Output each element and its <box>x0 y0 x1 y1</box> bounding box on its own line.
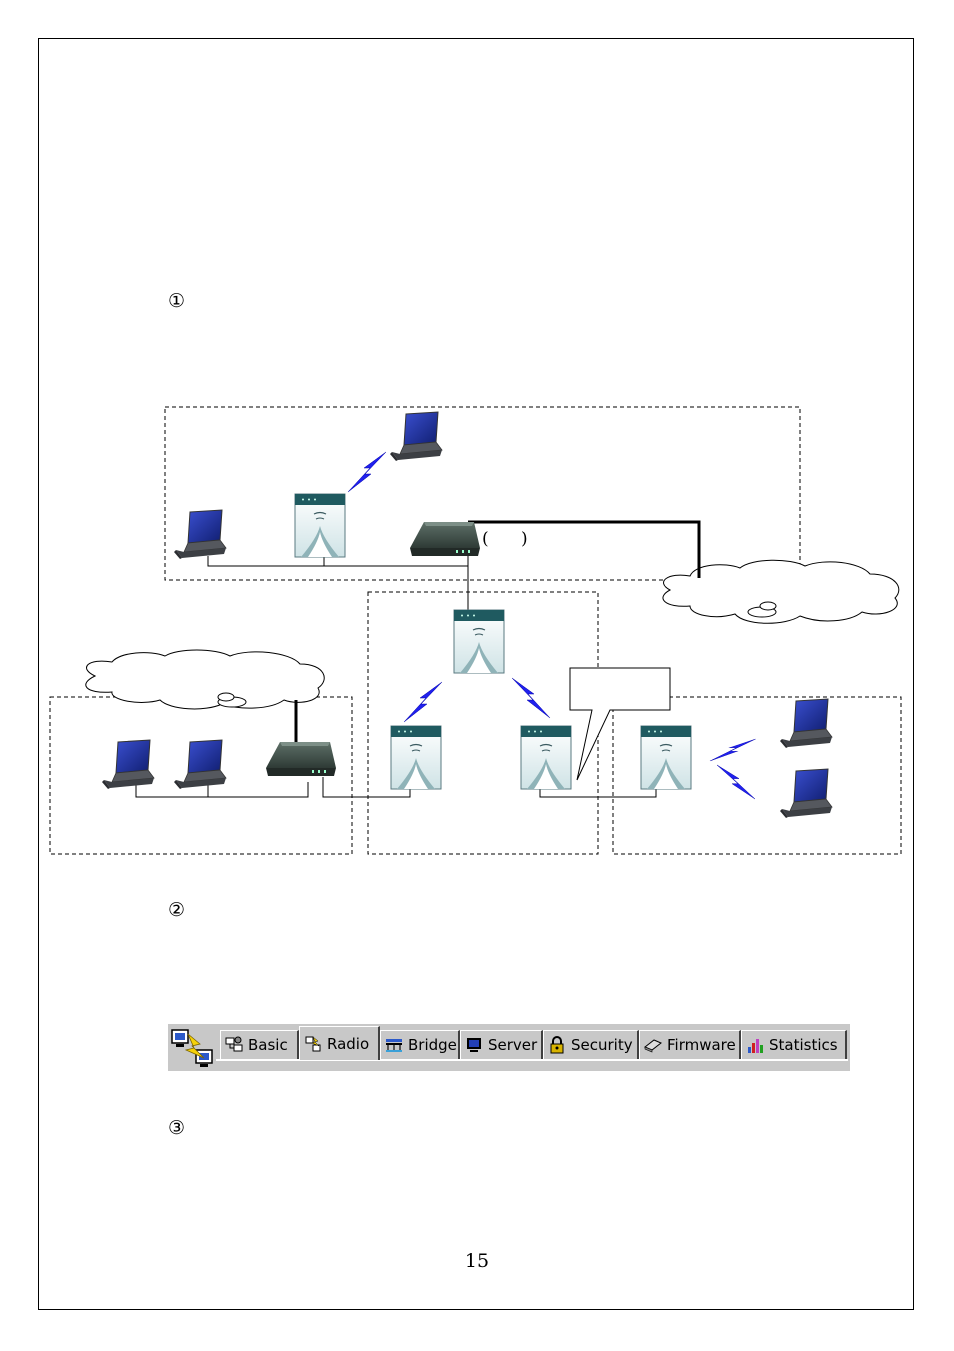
access-point-icon <box>294 493 346 558</box>
access-point-icon <box>453 609 505 674</box>
network-diagram: ( ) <box>49 406 902 855</box>
access-point-icon <box>390 725 442 790</box>
laptop-icon <box>173 509 227 560</box>
padlock-icon <box>550 1036 564 1054</box>
uplink-top-router-to-internet <box>468 520 701 578</box>
step-2-marker: ② <box>168 899 186 921</box>
access-point-icon <box>520 725 572 790</box>
internet-cloud-right <box>662 559 900 624</box>
tab-security[interactable]: Security <box>543 1030 639 1059</box>
tab-statistics[interactable]: Statistics <box>741 1030 847 1059</box>
laptop-icon <box>779 698 833 749</box>
tab-label: Statistics <box>769 1036 838 1054</box>
tab-label: Basic <box>248 1036 288 1054</box>
wired-link-center-to-right-ap <box>539 789 657 798</box>
network-settings-icon <box>225 1036 243 1052</box>
router-icon <box>266 742 336 776</box>
wireless-signal-icon <box>709 738 756 762</box>
internet-cloud-left <box>85 649 325 710</box>
router-icon <box>410 522 480 556</box>
tab-basic[interactable]: Basic <box>220 1030 299 1059</box>
step-3-marker: ③ <box>168 1117 186 1139</box>
tab-label: Server <box>488 1036 538 1054</box>
tab-label: Firmware <box>667 1036 736 1054</box>
radio-antenna-icon <box>305 1035 321 1051</box>
tab-label: Radio <box>327 1034 370 1053</box>
laptop-icon <box>779 768 833 819</box>
wireless-signal-icon <box>511 677 551 719</box>
router-label: ( ) <box>482 529 528 549</box>
tab-firmware[interactable]: Firmware <box>639 1030 741 1059</box>
tab-label: Bridge <box>408 1036 457 1054</box>
wireless-signal-icon <box>403 681 443 723</box>
network-logo-icon <box>171 1029 213 1067</box>
laptop-icon <box>173 739 227 790</box>
page-frame <box>38 38 914 1310</box>
callout-bubble <box>569 667 671 781</box>
server-monitor-icon <box>467 1038 481 1052</box>
group-box-right <box>612 696 902 855</box>
tab-radio[interactable]: Radio <box>299 1026 380 1060</box>
page-number: 15 <box>464 1250 490 1272</box>
bar-chart-icon <box>748 1039 763 1053</box>
laptop-icon <box>389 411 443 462</box>
tab-bridge[interactable]: Bridge <box>380 1030 460 1059</box>
step-1-marker: ① <box>168 290 186 312</box>
wireless-signal-icon <box>347 451 387 493</box>
group-box-top <box>164 406 801 581</box>
access-point-icon <box>640 725 692 790</box>
tab-server[interactable]: Server <box>460 1030 543 1059</box>
config-toolbar: Basic Radio Bridge Server <box>168 1024 850 1071</box>
tab-label: Security <box>571 1036 633 1054</box>
bridge-icon <box>386 1039 402 1052</box>
wired-link-left-router-to-ap <box>322 777 411 798</box>
toolbar-baseline <box>216 1059 848 1061</box>
wireless-signal-icon <box>716 764 756 800</box>
chip-icon <box>644 1039 662 1053</box>
laptop-icon <box>101 739 155 790</box>
wired-link-left <box>135 782 309 798</box>
